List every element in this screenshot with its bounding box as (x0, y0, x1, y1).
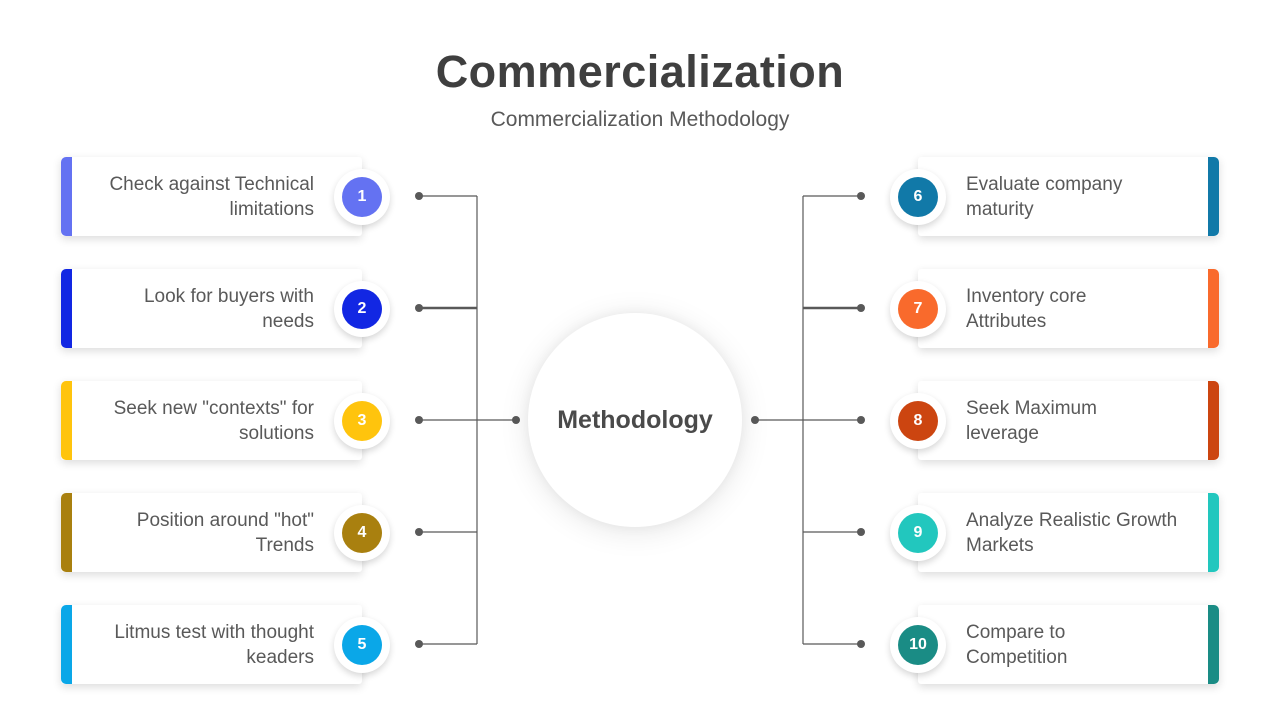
step-number-badge: 4 (334, 504, 390, 561)
accent-bar (1208, 269, 1219, 348)
step-label: Check against Technical limitations (109, 173, 314, 220)
accent-bar (1208, 381, 1219, 460)
step-number-badge: 7 (890, 280, 946, 337)
step-card-6: Evaluate company maturity 6 (890, 157, 1219, 236)
step-number: 1 (342, 176, 382, 217)
step-number: 9 (898, 512, 938, 553)
step-number: 8 (898, 400, 938, 441)
step-number-badge: 8 (890, 392, 946, 449)
accent-bar (1208, 157, 1219, 236)
step-label: Seek new "contexts" for solutions (113, 397, 314, 444)
accent-bar (61, 269, 72, 348)
step-label: Evaluate company maturity (966, 173, 1123, 220)
step-label: Compare to Competition (966, 621, 1068, 668)
step-label: Look for buyers with needs (143, 285, 314, 332)
accent-bar (61, 605, 72, 684)
page-title: Commercialization (435, 46, 845, 97)
step-card-3: Seek new "contexts" for solutions 3 (61, 381, 390, 460)
step-card-1: Check against Technical limitations 1 (61, 157, 390, 236)
step-label: Inventory core Attributes (966, 285, 1087, 332)
step-number: 4 (342, 512, 382, 553)
accent-bar (1208, 493, 1219, 572)
step-number-badge: 5 (334, 616, 390, 673)
step-number-badge: 10 (890, 616, 946, 673)
page-subtitle: Commercialization Methodology (490, 108, 790, 131)
step-number-badge: 9 (890, 504, 946, 561)
step-number: 10 (898, 624, 938, 665)
step-card-4: Position around "hot" Trends 4 (61, 493, 390, 572)
methodology-circle: Methodology (528, 313, 742, 527)
methodology-label: Methodology (557, 405, 713, 434)
step-number: 5 (342, 624, 382, 665)
accent-bar (61, 381, 72, 460)
step-number: 2 (342, 288, 382, 329)
step-number-badge: 6 (890, 168, 946, 225)
accent-bar (1208, 605, 1219, 684)
step-card-7: Inventory core Attributes 7 (890, 269, 1219, 348)
step-card-2: Look for buyers with needs 2 (61, 269, 390, 348)
step-number: 3 (342, 400, 382, 441)
step-card-5: Litmus test with thought keaders 5 (61, 605, 390, 684)
step-label: Seek Maximum leverage (966, 397, 1097, 444)
step-card-10: Compare to Competition 10 (890, 605, 1219, 684)
step-card-8: Seek Maximum leverage 8 (890, 381, 1219, 460)
step-number-badge: 3 (334, 392, 390, 449)
accent-bar (61, 157, 72, 236)
step-number: 6 (898, 176, 938, 217)
step-number: 7 (898, 288, 938, 329)
step-label: Analyze Realistic Growth Markets (966, 509, 1178, 556)
step-label: Litmus test with thought keaders (114, 621, 314, 668)
step-label: Position around "hot" Trends (136, 509, 314, 556)
step-card-9: Analyze Realistic Growth Markets 9 (890, 493, 1219, 572)
step-number-badge: 1 (334, 168, 390, 225)
accent-bar (61, 493, 72, 572)
step-number-badge: 2 (334, 280, 390, 337)
